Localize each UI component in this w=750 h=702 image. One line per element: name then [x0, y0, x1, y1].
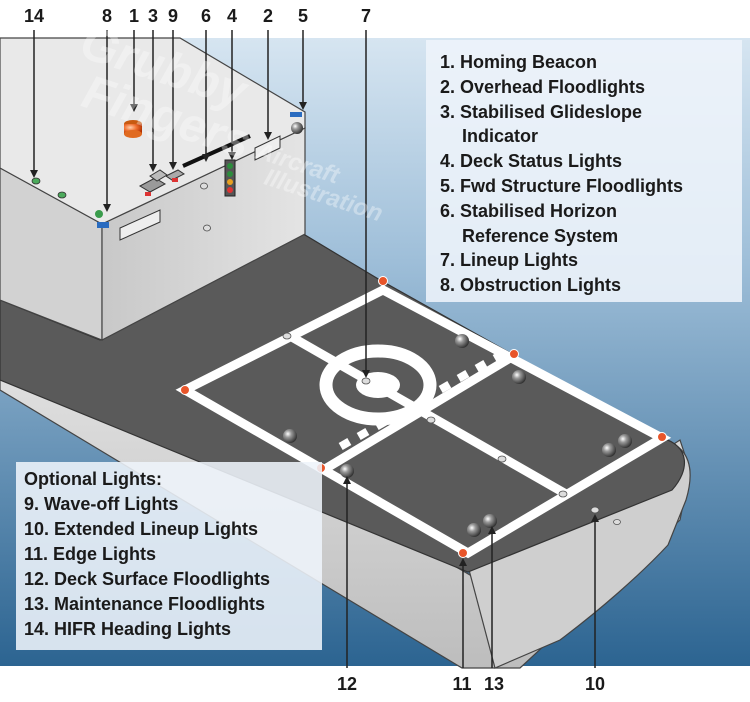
callout-12: 12: [336, 674, 358, 694]
callout-8: 8: [101, 6, 112, 26]
callout-13: 13: [483, 674, 505, 694]
touchdown-circle: [319, 344, 437, 426]
legend-standard-lights: 1. Homing Beacon 2. Overhead Floodlights…: [426, 40, 742, 302]
touchdown-circle-center: [356, 372, 400, 398]
callout-14: 14: [23, 6, 45, 26]
callout-4: 4: [226, 6, 237, 26]
legend-optional-title: Optional Lights:: [24, 469, 162, 489]
legend-item-wave-off-lights: 9. Wave-off Lights: [24, 494, 179, 514]
legend-optional-lights: Optional Lights: 9. Wave-off Lights 10. …: [16, 462, 322, 650]
callout-5: 5: [297, 6, 308, 26]
lineup-lights: [282, 332, 621, 525]
legend-item-deck-surface-floodlights: 12. Deck Surface Floodlights: [24, 569, 271, 589]
legend-item-homing-beacon: 1. Homing Beacon: [440, 52, 598, 72]
legend-item-obstruction-lights: 8. Obstruction Lights: [440, 275, 622, 296]
legend-item-fwd-structure-floodlights: 5. Fwd Structure Floodlights: [440, 175, 683, 196]
legend-item-glideslope-indicator: 3. Stabilised Glideslope: [440, 101, 643, 122]
legend-item-glideslope-indicator-cont: Indicator: [462, 126, 539, 147]
legend-item-extended-lineup-lights: 10. Extended Lineup Lights: [24, 519, 259, 539]
legend-item-deck-status-lights: 4. Deck Status Lights: [440, 151, 623, 172]
callout-7: 7: [360, 6, 371, 26]
callout-3: 3: [147, 6, 158, 26]
leader-arrowheads: [30, 102, 599, 566]
legend-item-edge-lights: 11. Edge Lights: [24, 544, 157, 564]
leader-lines: [33, 30, 596, 668]
callout-9: 9: [167, 6, 178, 26]
legend-item-horizon-reference-cont: Reference System: [462, 225, 619, 246]
legend-item-lineup-lights: 7. Lineup Lights: [440, 250, 578, 271]
callout-2: 2: [262, 6, 273, 26]
callout-11: 11: [452, 674, 472, 694]
legend-item-hifr-heading-lights: 14. HIFR Heading Lights: [24, 619, 232, 639]
deck-hatch-marks: [338, 350, 506, 450]
deck-surface-floodlights: [283, 334, 632, 537]
callout-10: 10: [584, 674, 606, 694]
roof-equipment: [31, 112, 303, 241]
legend-item-horizon-reference: 6. Stabilised Horizon: [440, 200, 618, 221]
legend-item-overhead-floodlights: 2. Overhead Floodlights: [440, 76, 646, 97]
callout-6: 6: [200, 6, 211, 26]
callout-1: 1: [128, 6, 139, 26]
legend-item-maintenance-floodlights: 13. Maintenance Floodlights: [24, 594, 266, 614]
